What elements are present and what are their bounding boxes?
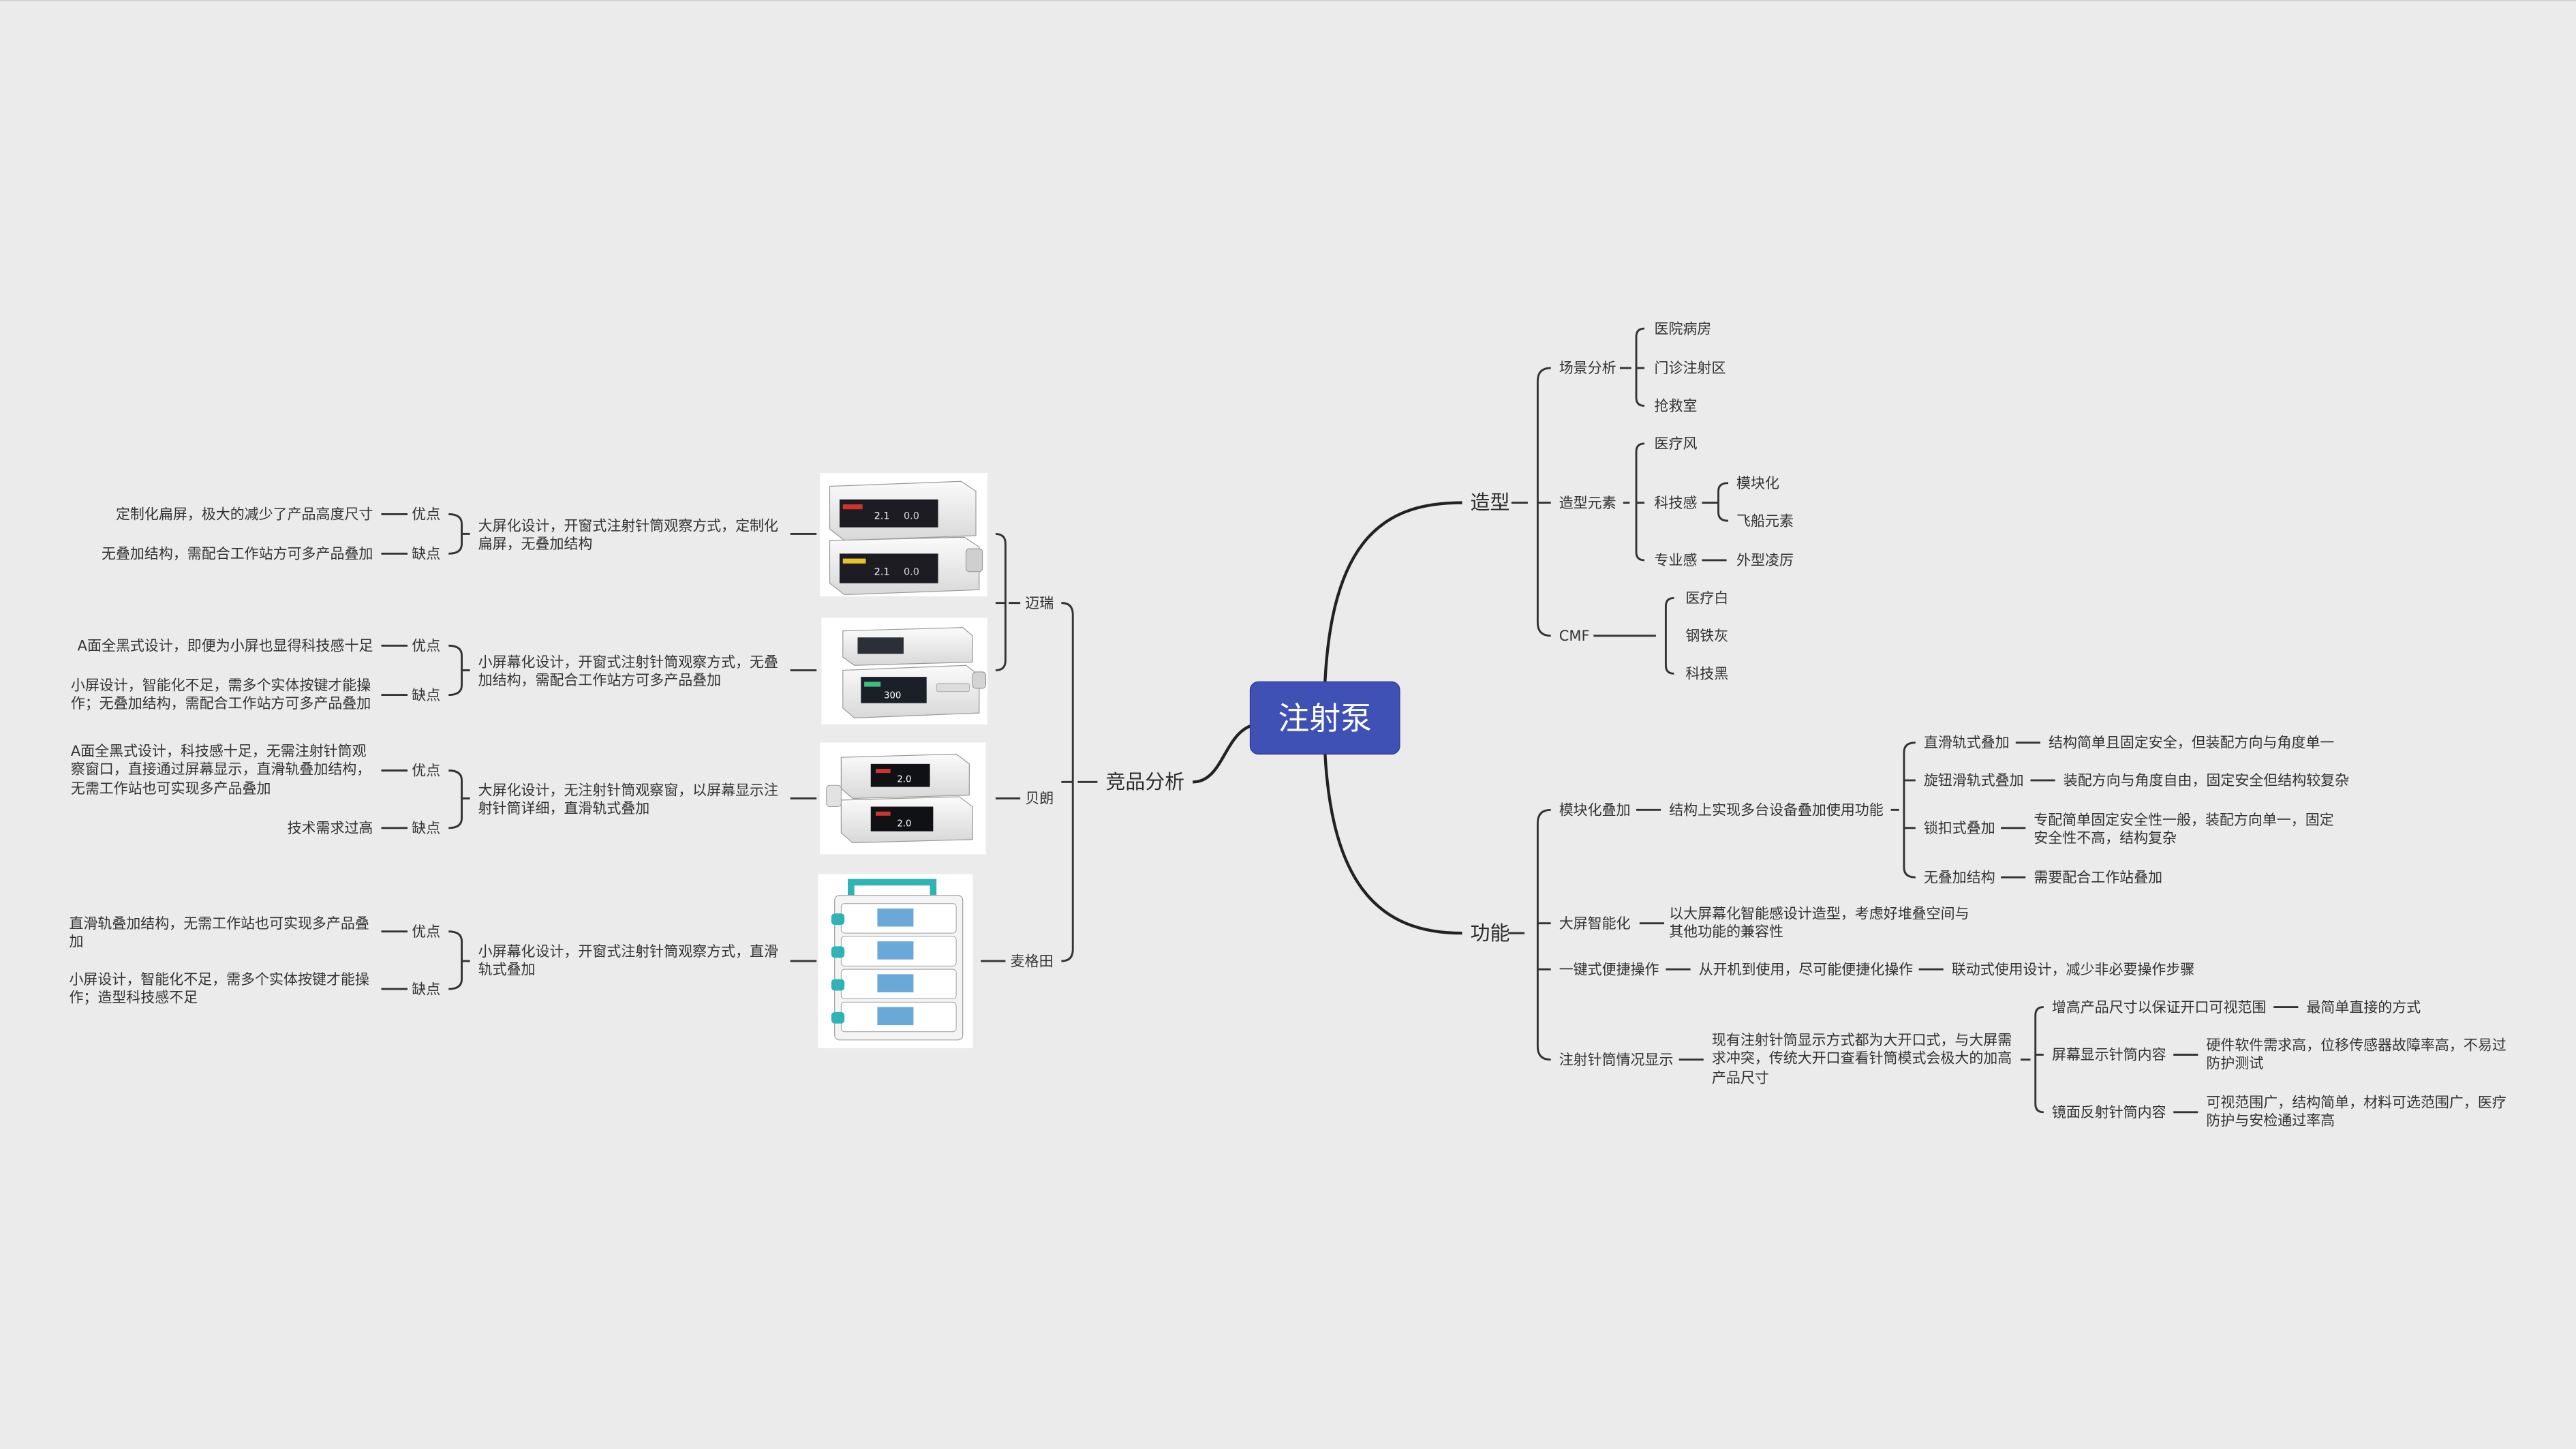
node-bigscreen[interactable]: 大屏智能化 <box>1559 915 1631 932</box>
node-cmf-gray[interactable]: 钢铁灰 <box>1685 628 1728 644</box>
node-product1-desc-2[interactable]: 扁屏，无叠加结构 <box>478 536 593 552</box>
node-rail-desc[interactable]: 结构简单且固定安全，但装配方向与角度单一 <box>2049 735 2334 751</box>
screen3-bottom: 2.0 <box>897 819 911 829</box>
node-medical-style[interactable]: 医疗风 <box>1655 436 1698 452</box>
node-brand-medcaptain[interactable]: 麦格田 <box>1011 953 1054 969</box>
screen2-value: 300 <box>884 690 901 701</box>
node-product2-con-1[interactable]: 小屏设计，智能化不足，需多个实体按键才能操 <box>71 677 371 693</box>
node-scene-clinic[interactable]: 门诊注射区 <box>1655 360 1726 376</box>
node-nostack[interactable]: 无叠加结构 <box>1924 869 1995 885</box>
node-screen-show-desc-2[interactable]: 防护测试 <box>2206 1055 2263 1071</box>
node-tech-modular[interactable]: 模块化 <box>1736 475 1779 491</box>
node-product2-pro[interactable]: A面全黑式设计，即便为小屏也显得科技感十足 <box>78 638 373 654</box>
product-image-medcaptain[interactable] <box>818 874 973 1048</box>
node-product3-con[interactable]: 技术需求过高 <box>288 820 373 836</box>
node-product2-pro-label[interactable]: 优点 <box>412 638 440 654</box>
node-product3-pro-label[interactable]: 优点 <box>412 763 440 779</box>
screen1-top-a: 2.1 <box>874 511 890 522</box>
node-knob-rail[interactable]: 旋钮滑轨式叠加 <box>1924 772 2024 789</box>
screen1-top-b: 0.0 <box>904 511 919 522</box>
node-product2-con-2[interactable]: 作；无叠加结构，需配合工作站方可多产品叠加 <box>71 695 371 712</box>
product-image-braun[interactable]: 2.0 2.0 <box>820 742 986 855</box>
node-product2-con-label[interactable]: 缺点 <box>412 687 440 703</box>
node-product4-con-label[interactable]: 缺点 <box>412 981 440 997</box>
node-product1-desc-1[interactable]: 大屏化设计，开窗式注射针筒观察方式，定制化 <box>478 518 778 534</box>
node-lock[interactable]: 锁扣式叠加 <box>1924 820 1995 836</box>
branch-shape[interactable]: 造型 <box>1471 491 1510 514</box>
node-product1-pro[interactable]: 定制化扁屏，极大的减少了产品高度尺寸 <box>116 506 373 523</box>
node-product4-pro-label[interactable]: 优点 <box>412 924 440 940</box>
node-raise[interactable]: 增高产品尺寸以保证开口可视范围 <box>2052 999 2267 1016</box>
node-pro[interactable]: 专业感 <box>1655 552 1698 568</box>
node-tech[interactable]: 科技感 <box>1655 495 1698 511</box>
node-product1-pro-label[interactable]: 优点 <box>412 506 440 523</box>
node-scene[interactable]: 场景分析 <box>1559 360 1616 376</box>
node-cmf-white[interactable]: 医疗白 <box>1685 590 1728 607</box>
node-product1-con-label[interactable]: 缺点 <box>412 546 440 562</box>
product-image-mindray[interactable]: 2.1 0.0 2.1 0.0 <box>820 473 987 596</box>
node-bigscreen-desc-1[interactable]: 以大屏幕化智能感设计造型，考虑好堆叠空间与 <box>1669 905 1969 921</box>
node-screen-show[interactable]: 屏幕显示针筒内容 <box>2052 1047 2166 1063</box>
node-brand-mindray[interactable]: 迈瑞 <box>1025 595 1054 611</box>
root-node[interactable]: 注射泵 <box>1249 681 1400 755</box>
node-syringe-desc-1[interactable]: 现有注射针筒显示方式都为大开口式，与大屏需 <box>1712 1032 2012 1048</box>
connectors <box>381 327 2299 1114</box>
node-product3-pro-3[interactable]: 无需工作站也可实现多产品叠加 <box>71 780 271 797</box>
screen3-top: 2.0 <box>897 774 911 784</box>
node-mirror-desc-1[interactable]: 可视范围广，结构简单，材料可选范围广，医疗 <box>2206 1095 2506 1111</box>
screen1-bottom-b: 0.0 <box>904 567 919 578</box>
node-mirror-desc-2[interactable]: 防护与安检通过率高 <box>2206 1112 2335 1129</box>
node-scene-ward[interactable]: 医院病房 <box>1655 320 1712 337</box>
screen1-bottom-a: 2.1 <box>874 567 890 578</box>
node-onekey-desc-2[interactable]: 联动式使用设计，减少非必要操作步骤 <box>1952 961 2194 977</box>
node-syringe-desc-3[interactable]: 产品尺寸 <box>1712 1069 1769 1086</box>
node-raise-desc[interactable]: 最简单直接的方式 <box>2306 999 2421 1016</box>
window-top-border <box>0 0 2576 1</box>
branch-function[interactable]: 功能 <box>1471 921 1510 945</box>
node-nostack-desc[interactable]: 需要配合工作站叠加 <box>2034 869 2162 885</box>
node-product4-con-2[interactable]: 作；造型科技感不足 <box>69 989 198 1005</box>
node-product1-con[interactable]: 无叠加结构，需配合工作站方可多产品叠加 <box>102 546 373 562</box>
node-screen-show-desc-1[interactable]: 硬件软件需求高，位移传感器故障率高，不易过 <box>2206 1037 2506 1053</box>
node-product4-pro-2[interactable]: 加 <box>69 933 83 949</box>
root-label: 注射泵 <box>1278 700 1372 737</box>
node-product3-desc-2[interactable]: 射针筒详细，直滑轨式叠加 <box>478 800 650 817</box>
node-product3-pro-1[interactable]: A面全黑式设计，科技感十足，无需注射针筒观 <box>71 743 367 759</box>
node-modular[interactable]: 模块化叠加 <box>1559 802 1631 819</box>
node-syringe-desc-2[interactable]: 求冲突，传统大开口查看针筒模式会极大的加高 <box>1712 1050 2012 1067</box>
node-cmf[interactable]: CMF <box>1559 628 1590 644</box>
node-tech-spaceship[interactable]: 飞船元素 <box>1736 513 1794 529</box>
node-onekey[interactable]: 一键式便捷操作 <box>1559 961 1659 977</box>
node-product4-pro-1[interactable]: 直滑轨叠加结构，无需工作站也可实现多产品叠 <box>69 915 369 932</box>
node-product2-desc-1[interactable]: 小屏幕化设计，开窗式注射针筒观察方式，无叠 <box>478 654 778 671</box>
node-syringe[interactable]: 注射针筒情况显示 <box>1559 1052 1674 1068</box>
node-cmf-black[interactable]: 科技黑 <box>1685 666 1728 682</box>
branch-competitor[interactable]: 竞品分析 <box>1105 770 1184 793</box>
node-product4-desc-1[interactable]: 小屏幕化设计，开窗式注射针筒观察方式，直滑 <box>478 943 778 960</box>
node-pro-sharp[interactable]: 外型凌厉 <box>1736 552 1794 568</box>
node-brand-braun[interactable]: 贝朗 <box>1025 791 1054 807</box>
node-onekey-desc[interactable]: 从开机到使用，尽可能便捷化操作 <box>1699 961 1914 977</box>
node-modular-desc[interactable]: 结构上实现多台设备叠加使用功能 <box>1669 802 1884 819</box>
node-lock-desc-2[interactable]: 安全性不高，结构复杂 <box>2034 830 2177 846</box>
node-bigscreen-desc-2[interactable]: 其他功能的兼容性 <box>1669 924 1783 940</box>
node-rail[interactable]: 直滑轨式叠加 <box>1924 735 2010 751</box>
node-product3-con-label[interactable]: 缺点 <box>412 820 440 836</box>
node-mirror[interactable]: 镜面反射针筒内容 <box>2052 1104 2166 1120</box>
node-product2-desc-2[interactable]: 加结构，需配合工作站方可多产品叠加 <box>478 672 721 688</box>
node-elements[interactable]: 造型元素 <box>1559 495 1616 511</box>
node-lock-desc-1[interactable]: 专配简单固定安全性一般，装配方向单一，固定 <box>2034 812 2333 828</box>
node-scene-rescue[interactable]: 抢救室 <box>1655 398 1698 414</box>
node-product4-desc-2[interactable]: 轨式叠加 <box>478 961 536 977</box>
product-image-mindray-small[interactable]: 300 <box>821 617 987 724</box>
node-product4-con-1[interactable]: 小屏设计，智能化不足，需多个实体按键才能操 <box>69 971 369 988</box>
node-product3-pro-2[interactable]: 察窗口，直接通过屏幕显示，直滑轨叠加结构， <box>71 761 371 777</box>
node-knob-rail-desc[interactable]: 装配方向与角度自由，固定安全但结构较复杂 <box>2064 772 2349 789</box>
node-product3-desc-1[interactable]: 大屏化设计，无注射针筒观察窗，以屏幕显示注 <box>478 782 778 799</box>
